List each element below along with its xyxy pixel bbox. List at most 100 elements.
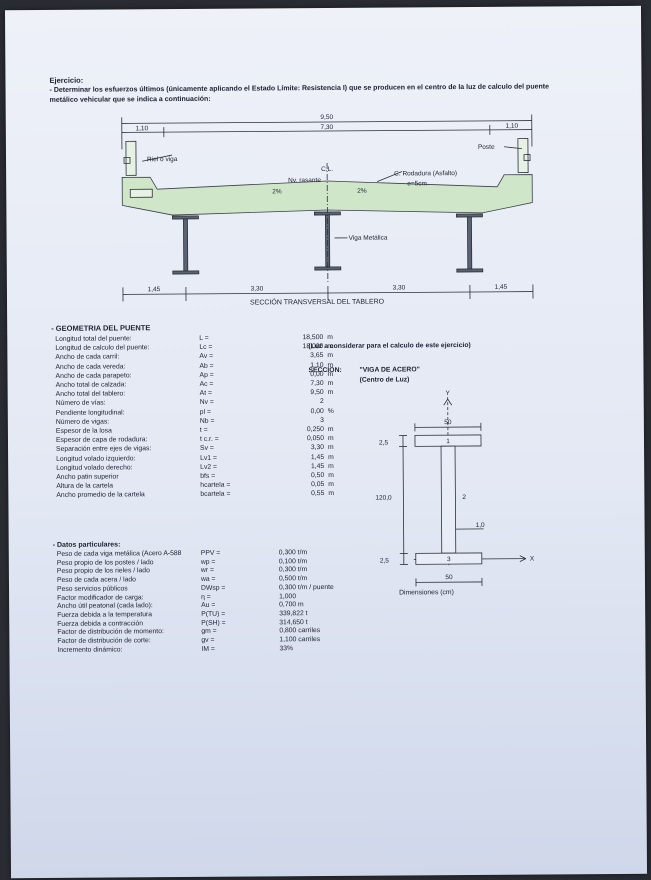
beam-section-drawing: Y X 50 2,5 120,0 1,0 2,5 50 1 2 3 — [375, 390, 535, 587]
luz-note: (Luz a considerar para el calculo de est… — [308, 341, 471, 351]
particular-label: Peso de cada viga metálica (Acero A-588 — [56, 550, 182, 558]
dim-bottom-1: 1,45 — [148, 286, 161, 293]
particular-sym: DWsp = — [200, 584, 226, 592]
geometry-sym: t = — [199, 426, 208, 434]
particular-row: Incremento dinámico: IM = 33% — [57, 644, 357, 655]
particular-label: Ancho útil peatonal (cada lado): — [57, 602, 153, 611]
geometry-sym: bfs = — [200, 472, 216, 480]
particular-sym: PPV = — [200, 549, 221, 557]
dim-top-flange-width: 50 — [444, 419, 452, 426]
geometry-unit: % — [327, 407, 334, 415]
section-caption: SECCIÓN TRANSVERSAL DEL TABLERO — [250, 298, 385, 307]
dim-right-sidewalk: 1,10 — [505, 123, 518, 130]
beam-section-label: SECCION: — [308, 366, 342, 375]
axis-y-label: Y — [445, 390, 450, 397]
particular-label: Fuerza debida a contracción — [57, 619, 144, 628]
geometry-unit: m — [328, 481, 334, 489]
particular-val: 1,100 carriles — [279, 636, 321, 644]
dim-bottom-3: 3,30 — [393, 284, 406, 291]
geometry-sym: Av = — [199, 353, 214, 361]
geometry-unit: m — [328, 490, 335, 498]
label-poste: Poste — [478, 144, 495, 151]
label-riel: Riel o viga — [147, 156, 178, 163]
geometry-val: 3,30 — [310, 444, 325, 452]
geometry-val: 0,250 — [306, 426, 324, 434]
particular-val: 0,500 t/m — [278, 575, 308, 583]
geometry-label: Número de vías: — [55, 399, 106, 408]
dim-bottom-flange-width: 50 — [445, 574, 453, 581]
particular-label: Peso servicios públicos — [56, 585, 128, 593]
geometry-label: Ancho de cada parapeto: — [55, 372, 132, 380]
geometry-unit: m — [328, 444, 334, 452]
part-3-label: 3 — [447, 556, 451, 563]
label-slope-left: 2% — [272, 188, 282, 195]
geometry-label: Número de vigas: — [55, 418, 110, 426]
geometry-unit: m — [328, 453, 334, 461]
particular-sym: wa = — [200, 575, 216, 583]
document-page: Ejercicio: - Determinar los esfuerzos úl… — [4, 5, 648, 879]
exercise-statement-line1: - Determinar los esfuerzos últimos (únic… — [49, 83, 550, 94]
geometry-unit: m — [327, 425, 334, 433]
geometry-sym: Lv1 = — [200, 454, 217, 462]
geometry-unit: m — [327, 352, 334, 360]
geometry-val: 0,05 — [311, 481, 325, 489]
particular-label: Factor de distribución de momento: — [57, 628, 164, 637]
geometry-label: Longitud volado derecho: — [56, 464, 133, 472]
dim-top-flange-thickness: 2,5 — [379, 440, 388, 447]
dimensions-caption: Dimensiones (cm) — [399, 589, 454, 597]
cross-section-drawing: 9,50 7,30 1,10 1,10 Riel o viga Poste C.… — [121, 114, 534, 302]
particular-val: 33% — [279, 644, 294, 653]
geometry-label: Ancho total de calzada: — [55, 381, 127, 389]
particulars-title: - Datos particulares: — [52, 541, 121, 549]
particular-val: 314,650 t — [279, 618, 308, 626]
geometry-sym: Ab = — [199, 362, 214, 370]
geometry-label: Longitud volado izquierdo: — [56, 454, 136, 463]
particular-val: 0,300 t/m — [278, 566, 308, 574]
label-viga-metalica: Viga Metálica — [349, 235, 388, 242]
geometry-sym: Lv2 = — [200, 463, 218, 471]
beam-type-label: "VIGA DE ACERO" — [359, 366, 420, 374]
particular-sym: IM = — [201, 645, 215, 653]
geometry-unit: m — [327, 379, 334, 387]
geometry-val: 0,050 — [306, 435, 325, 443]
geometry-label: Ancho patin superior — [56, 473, 119, 481]
dim-web-height: 120,0 — [375, 495, 392, 502]
geometry-sym: pl = — [199, 408, 211, 416]
particular-val: 0,300 t/m / puente — [278, 583, 334, 592]
geometry-val: 1,45 — [310, 453, 325, 461]
geometry-label: Ancho de cada carril: — [55, 353, 120, 362]
particular-val: 0,100 t/m — [278, 557, 308, 566]
geometry-label: Longitud total del puente: — [55, 335, 132, 343]
particular-val: 0,800 carriles — [279, 627, 321, 635]
particular-label: Fuerza debida a la temperatura — [57, 611, 153, 619]
geometry-sym: Nb = — [199, 417, 215, 425]
particular-label: Peso propio de los rieles / lado — [56, 567, 150, 576]
particular-sym: wr = — [200, 567, 214, 575]
geometry-val: 0,50 — [310, 472, 325, 480]
geometry-label: Espesor de la losa — [55, 427, 112, 435]
geometry-label: Altura de la cartela — [56, 482, 113, 491]
geometry-sym: Nv = — [199, 399, 214, 407]
particular-label: Incremento dinámico: — [57, 646, 123, 654]
geometry-sym: hcartela = — [200, 481, 231, 490]
geometry-unit: m — [327, 435, 334, 443]
exercise-statement-line2: metálico vehicular que se indica a conti… — [49, 95, 211, 104]
geometry-val: 18,500 — [302, 334, 324, 342]
particular-sym: P(SH) = — [201, 619, 226, 627]
geometry-title: - GEOMETRIA DEL PUENTE — [51, 323, 151, 333]
dim-bottom-2: 3,30 — [251, 285, 264, 292]
particular-label: Factor de distribución de corte: — [57, 637, 151, 645]
label-rodadura-thickness: e=5cm — [407, 180, 427, 187]
particular-sym: Au = — [201, 601, 216, 610]
particular-sym: gv = — [201, 636, 215, 644]
geometry-label: Ancho total del tablero: — [55, 390, 126, 399]
geometry-val: 3 — [320, 416, 324, 424]
geometry-unit: m — [327, 389, 334, 397]
geometry-unit: m — [328, 471, 334, 479]
geometry-label: Ancho de cada vereda: — [55, 362, 126, 371]
geometry-sym: Ac = — [199, 380, 214, 388]
particular-sym: wp = — [200, 558, 216, 566]
